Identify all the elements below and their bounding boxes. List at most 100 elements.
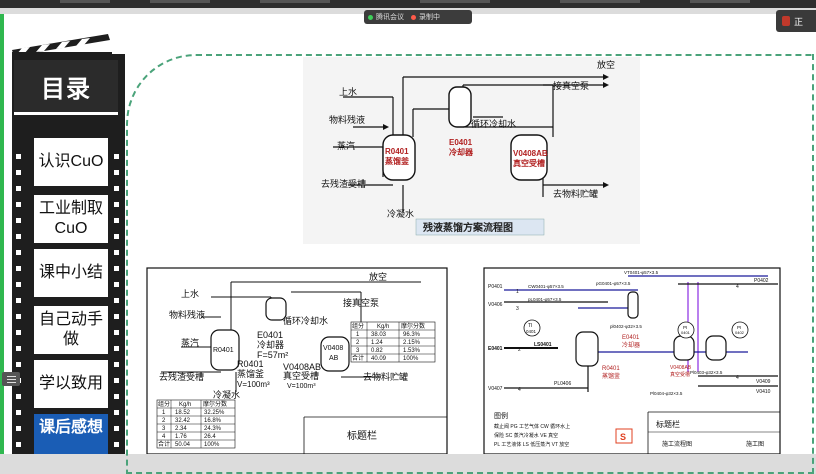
- bl-label-cooling-water: 循环冷却水: [283, 315, 328, 326]
- br-legend-title: 图例: [494, 411, 508, 420]
- tl-r4c2: 100%: [204, 442, 220, 448]
- label-v0408: V0408AB: [513, 149, 548, 158]
- menu-title-text: 目录: [41, 75, 91, 103]
- br-legend-row2: 保险 SC 蒸汽冷凝水 VE 真空: [494, 432, 558, 439]
- film-hole: [16, 250, 21, 255]
- br-num4b: 4: [736, 284, 739, 290]
- bl-label-vol1: V=100m³: [237, 380, 270, 389]
- input-method-icon[interactable]: [615, 428, 633, 444]
- film-hole: [16, 202, 21, 207]
- film-hole: [114, 202, 119, 207]
- label-feed: 物料残液: [329, 114, 365, 125]
- bl-label-vol2: V=100m³: [287, 383, 316, 390]
- diagram-caption: 残液蒸馏方案流程图: [423, 221, 513, 234]
- pi-instrument-2: [731, 321, 749, 339]
- user-tag[interactable]: 正: [776, 10, 816, 32]
- br-ls0401: LS0401: [534, 342, 552, 348]
- tr-r1c2: 2.15%: [403, 340, 421, 346]
- br-v0410: V0410: [756, 389, 771, 395]
- label-product-tank: 去物料贮罐: [553, 188, 598, 199]
- green-border: [0, 14, 4, 454]
- bl-label-e0401: E0401: [257, 330, 283, 340]
- menu-item-know-cuo[interactable]: 认识CuO: [34, 138, 108, 186]
- br-vt0401: VT0401-φ57×3.5: [624, 270, 659, 275]
- user-avatar: [782, 16, 790, 26]
- br-pl0404: Pl0404-φ32×3.5: [650, 391, 683, 396]
- tl-r1c0: 2: [162, 418, 166, 424]
- menu-item-reflection[interactable]: 课后感想: [34, 414, 108, 454]
- br-legend-row1: 截止阀 PG 工艺气体 CW 循环水上: [494, 423, 570, 430]
- film-hole: [16, 170, 21, 175]
- film-hole: [114, 186, 119, 191]
- tr-h2: 摩尔分数: [401, 322, 425, 330]
- film-hole: [16, 266, 21, 271]
- film-hole: [16, 282, 21, 287]
- tl-r1c2: 16.8%: [204, 418, 222, 424]
- br-pi2-no: 0402: [735, 330, 745, 335]
- top-bar-segment: [690, 0, 750, 3]
- film-hole: [16, 234, 21, 239]
- br-r0401: R0401: [602, 366, 620, 372]
- bl-label-vacuum-pump: 接真空泵: [343, 297, 379, 308]
- menu-item-lesson-summary[interactable]: 课中小结: [34, 249, 108, 297]
- top-bar-segment: [150, 0, 210, 3]
- br-legend-row3: PL 工艺液体 LS 低压蒸汽 VT 放空: [494, 441, 569, 448]
- film-hole: [114, 154, 119, 159]
- tr-r3c1: 40.09: [371, 356, 387, 362]
- meeting-app-name: 腾讯会议: [376, 14, 404, 21]
- top-bar-segment: [60, 0, 110, 3]
- tr-h0: 组分: [352, 322, 364, 330]
- menu-title: 目录: [14, 60, 118, 115]
- label-cooling-water: 循环冷却水: [471, 118, 516, 129]
- tl-h2: 摩尔分数: [203, 400, 227, 408]
- tl-r4c1: 50.04: [175, 442, 191, 448]
- film-hole: [114, 218, 119, 223]
- film-hole: [16, 218, 21, 223]
- caption-box: [415, 218, 545, 236]
- ti-instrument: [523, 319, 541, 337]
- br-title-block: 标题栏: [656, 419, 680, 429]
- br-pl0403: Pl0403-φ32×3.5: [690, 370, 723, 375]
- tl-r2c1: 2.34: [175, 426, 187, 432]
- tr-r3c0: 合计: [352, 354, 364, 362]
- tr-r2c2: 1.53%: [403, 348, 421, 354]
- recording-icon: [411, 14, 416, 20]
- label-e0401: E0401: [449, 138, 473, 147]
- top-bar-segment: [260, 0, 330, 3]
- meeting-status-pill[interactable]: 腾讯会议 录制中: [364, 10, 472, 24]
- menu-toggle-button[interactable]: [2, 372, 20, 386]
- tl-r2c2: 24.3%: [204, 426, 222, 432]
- br-pl0402: pl0402-φ32×3.5: [610, 324, 642, 329]
- bl-label-e0401-name: 冷却器: [257, 339, 284, 350]
- tr-r2c1: 0.82: [371, 348, 383, 354]
- film-hole: [16, 298, 21, 303]
- br-pg0401: pG0401-φ57×3.5: [596, 281, 631, 286]
- tr-r3c2: 100%: [403, 356, 419, 362]
- film-hole: [114, 298, 119, 303]
- tl-r2c0: 3: [162, 426, 166, 432]
- br-p0402: P0402: [754, 278, 769, 284]
- br-v0409: V0409: [756, 379, 771, 385]
- bl-label-v0408-name: 真空受槽: [283, 370, 319, 381]
- menu-item-industrial-cuo[interactable]: 工业制取CuO: [34, 195, 108, 243]
- label-vent: 放空: [597, 59, 615, 70]
- br-num2: 2: [518, 347, 521, 353]
- br-v0408-name: 真空受槽: [670, 371, 690, 378]
- tl-r0c1: 18.52: [175, 410, 191, 416]
- tr-r1c1: 1.24: [371, 340, 383, 346]
- br-num3: 3: [516, 306, 519, 312]
- menu-item-apply[interactable]: 学以致用: [34, 360, 108, 408]
- bl-label-residue-tank: 去残渣受槽: [159, 371, 204, 382]
- menu-item-hands-on[interactable]: 自己动手做: [34, 306, 108, 354]
- film-hole: [114, 234, 119, 239]
- label-r0401-name: 蒸馏釜: [385, 156, 410, 166]
- composition-table-left: 组分 Kg/h 摩尔分数 1 18.52 32.25% 2 32.42 16.8…: [156, 399, 236, 449]
- br-e0401b: E0401: [622, 335, 640, 341]
- label-steam: 蒸汽: [337, 140, 355, 151]
- tl-r3c2: 26.4: [204, 434, 216, 440]
- label-residue-tank: 去残渣受槽: [321, 178, 366, 189]
- film-hole: [16, 346, 21, 351]
- film-hole: [114, 282, 119, 287]
- label-r0401: R0401: [385, 147, 409, 156]
- bl-label-v0408ab: V0408AB: [283, 362, 321, 372]
